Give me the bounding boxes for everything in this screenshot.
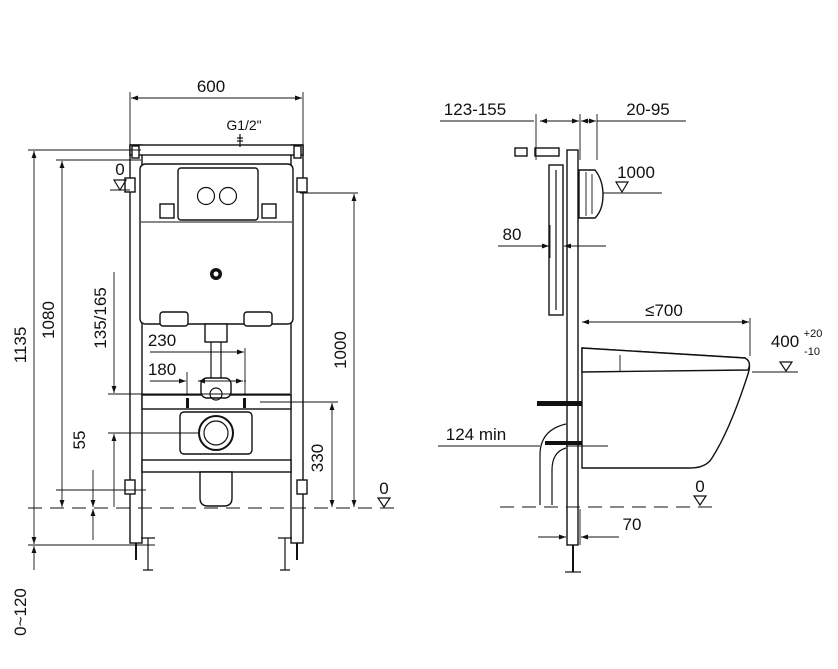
side-frame bbox=[514, 147, 607, 573]
side-floor-triangle-icon bbox=[692, 495, 708, 507]
drain-offset-dimension: 70 bbox=[623, 515, 642, 534]
wall-hung-toilet bbox=[581, 347, 751, 469]
inlet-label: G1/2" bbox=[226, 117, 261, 133]
button-level-triangle-icon bbox=[614, 181, 630, 194]
flush-button-right-icon bbox=[218, 186, 238, 206]
drain-min-dimension: 124 min bbox=[446, 425, 506, 444]
drain-pipe bbox=[539, 423, 567, 505]
bottom-offset-dimension: 55 bbox=[70, 431, 89, 450]
zero-label-side: 0 bbox=[695, 477, 704, 496]
seat-tolerance-minus: -10 bbox=[804, 346, 820, 358]
spacing-outer-dimension: 230 bbox=[148, 331, 176, 350]
inlet-arrow-icon bbox=[237, 134, 243, 147]
button-level-label: 1000 bbox=[617, 163, 655, 182]
seat-level-triangle-icon bbox=[778, 361, 794, 373]
zero-label-top: 0 bbox=[115, 160, 124, 179]
bowl-length-dimension: ≤700 bbox=[645, 301, 683, 320]
bolt-height-dimension: 330 bbox=[308, 444, 327, 472]
zero-label-front: 0 bbox=[379, 479, 388, 498]
spacing-inner-dimension: 180 bbox=[148, 360, 176, 379]
frame-depth-dimension: 80 bbox=[503, 225, 522, 244]
drain-outlet bbox=[179, 411, 253, 507]
front-view: 600 G1/2" 1135 1080 135/165 55 230 bbox=[11, 77, 398, 636]
frame-height-dimension: 1080 bbox=[39, 301, 58, 339]
frame-outline bbox=[124, 144, 308, 544]
seat-height-value: 400 bbox=[771, 332, 799, 351]
outlet-range-dimension: 135/165 bbox=[91, 287, 110, 348]
floor-adjust-dimension: 0~120 bbox=[11, 588, 30, 636]
width-dimension: 600 bbox=[197, 77, 225, 96]
seat-tolerance-plus: +20 bbox=[804, 328, 823, 340]
frame-feet bbox=[135, 537, 298, 571]
side-view: 123-155 20-95 1000 80 ≤700 400 +20 -10 1… bbox=[438, 100, 823, 573]
button-height-dimension: 1000 bbox=[331, 331, 350, 369]
floor-level-triangle-icon bbox=[376, 497, 392, 509]
wall-range-dimension: 20-95 bbox=[626, 100, 669, 119]
depth-range-dimension: 123-155 bbox=[444, 100, 506, 119]
flush-button-left-icon bbox=[196, 186, 216, 206]
total-height-dimension: 1135 bbox=[11, 327, 30, 364]
cistern-tank bbox=[139, 163, 294, 327]
level-triangle-icon bbox=[112, 179, 128, 192]
